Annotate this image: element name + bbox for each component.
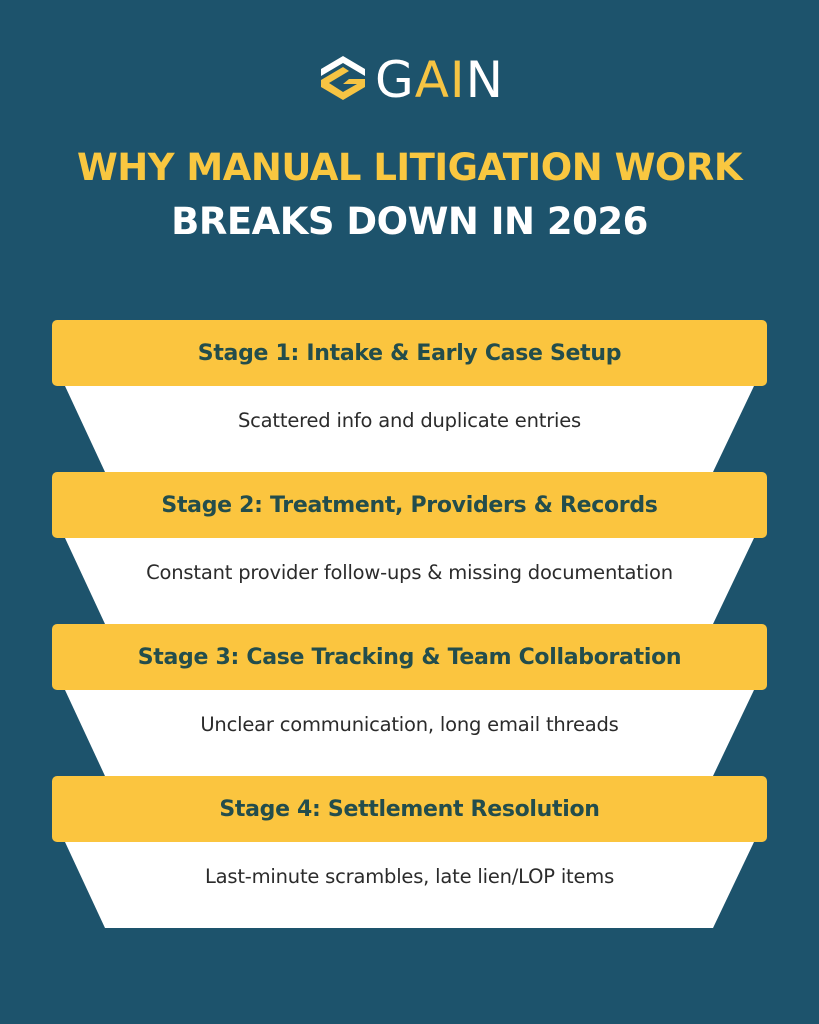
stage-4-panel: Last-minute scrambles, late lien/LOP ite… <box>0 842 819 928</box>
heading-line-2: BREAKS DOWN IN 2026 <box>171 200 648 243</box>
stage-2-description: Constant provider follow-ups & missing d… <box>146 560 673 584</box>
brand-part-ai: AI <box>414 51 466 109</box>
stage-1-header: Stage 1: Intake & Early Case Setup <box>52 320 767 386</box>
funnel-panel-shape <box>65 386 754 472</box>
stage-1-panel: Scattered info and duplicate entries <box>0 386 819 472</box>
stage-4-title: Stage 4: Settlement Resolution <box>219 796 600 822</box>
heading-line-1: WHY MANUAL LITIGATION WORK <box>76 146 743 189</box>
stage-1-title: Stage 1: Intake & Early Case Setup <box>197 340 622 366</box>
brand-logo: GAIN <box>0 52 819 108</box>
stage-1-description: Scattered info and duplicate entries <box>237 408 581 432</box>
brand-part-n: N <box>465 51 505 109</box>
brand-part-g: G <box>374 51 415 109</box>
stage-4-header: Stage 4: Settlement Resolution <box>52 776 767 842</box>
stage-3-description: Unclear communication, long email thread… <box>200 712 619 736</box>
funnel-panel-shape <box>65 690 754 776</box>
brand-wordmark: GAIN <box>375 52 504 108</box>
stage-2-title: Stage 2: Treatment, Providers & Records <box>161 492 658 518</box>
stage-3-header: Stage 3: Case Tracking & Team Collaborat… <box>52 624 767 690</box>
stage-4-description: Last-minute scrambles, late lien/LOP ite… <box>204 864 615 888</box>
funnel-panel-shape <box>65 538 754 624</box>
funnel-panel-shape <box>65 842 754 928</box>
gain-logo-icon <box>320 56 365 100</box>
stage-2-header: Stage 2: Treatment, Providers & Records <box>52 472 767 538</box>
stage-3-panel: Unclear communication, long email thread… <box>0 690 819 776</box>
stage-3-title: Stage 3: Case Tracking & Team Collaborat… <box>137 644 682 670</box>
stage-2-panel: Constant provider follow-ups & missing d… <box>0 538 819 624</box>
